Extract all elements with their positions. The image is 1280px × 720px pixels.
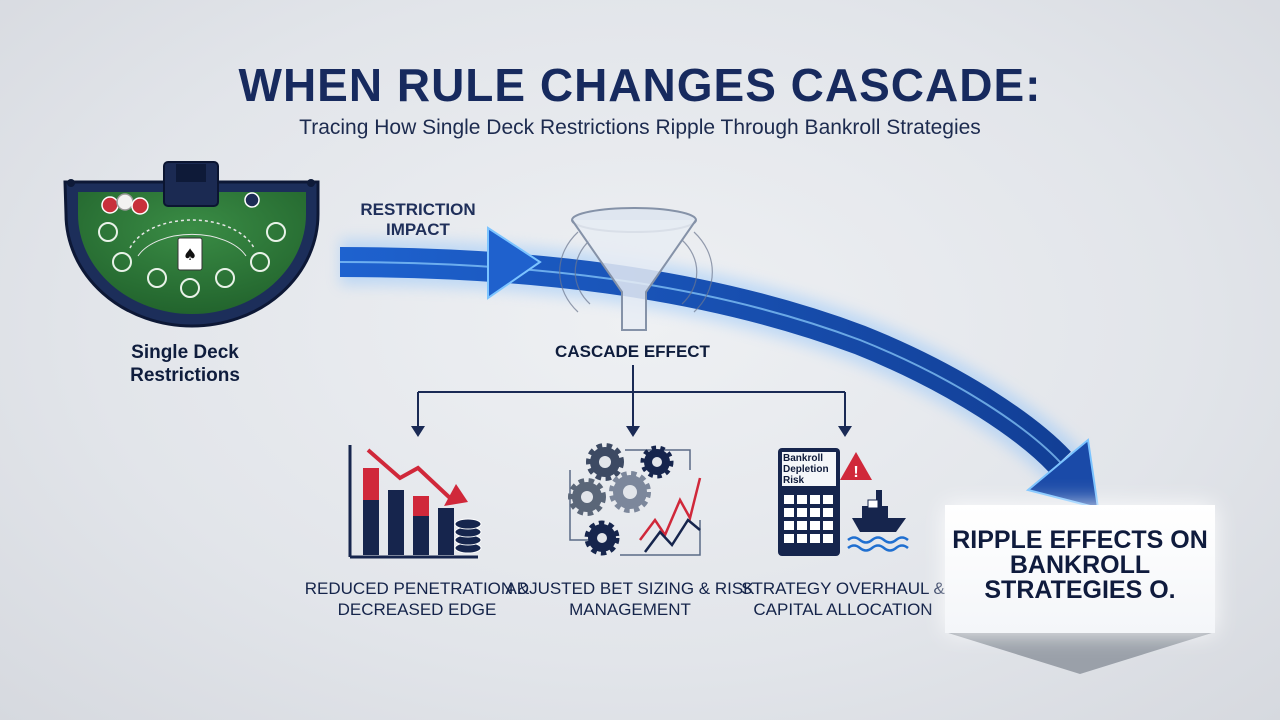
declining-bar-chart-icon — [348, 445, 482, 559]
arrow-label: RESTRICTION IMPACT — [360, 200, 476, 240]
page-title: WHEN RULE CHANGES CASCADE: — [238, 59, 1042, 111]
branch-connectors — [417, 365, 846, 428]
poker-chips-icon — [101, 192, 260, 215]
funnel-icon — [559, 207, 713, 331]
gear-icon — [568, 478, 606, 516]
branch-arrowhead-right — [838, 426, 852, 437]
gear-icon — [586, 443, 624, 481]
funnel-label: CASCADE EFFECT — [555, 342, 710, 361]
playing-card-icon: ♠ — [177, 237, 203, 271]
branch-arrowhead-left — [411, 426, 425, 437]
calculator-icon: ! — [778, 448, 909, 556]
chip-stack-icon — [454, 518, 482, 554]
outcome-box-shadow — [945, 632, 1215, 674]
table-label: Single Deck Restrictions — [130, 342, 240, 386]
gear-icon — [640, 445, 674, 479]
branch-label-strategy-overhaul: STRATEGY OVERHAUL & CAPITAL ALLOCATION — [741, 579, 945, 620]
calculator-caption: Bankroll Depletion Risk — [783, 453, 829, 486]
page-subtitle: Tracing How Single Deck Restrictions Rip… — [299, 116, 981, 139]
warning-icon: ! — [840, 452, 872, 481]
ship-icon — [847, 490, 909, 552]
gear-icon — [609, 471, 651, 513]
gears-icon — [568, 443, 702, 556]
branch-arrowhead-center — [626, 426, 640, 437]
outcome-box — [945, 505, 1215, 633]
gear-icon — [584, 520, 620, 556]
svg-text:!: ! — [853, 464, 858, 481]
svg-text:♠: ♠ — [183, 245, 197, 264]
branch-label-reduced-penetration: REDUCED PENETRATION & DECREASED EDGE — [304, 579, 530, 620]
branch-label-adjusted-bet-sizing: ADJUSTED BET SIZING & RISK MANAGEMENT — [505, 579, 755, 620]
restriction-impact-arrow — [339, 226, 1100, 510]
blackjack-table-icon: ♠ — [63, 161, 320, 328]
outcome-label: RIPPLE EFFECTS ON BANKROLL STRATEGIES O. — [952, 526, 1208, 604]
